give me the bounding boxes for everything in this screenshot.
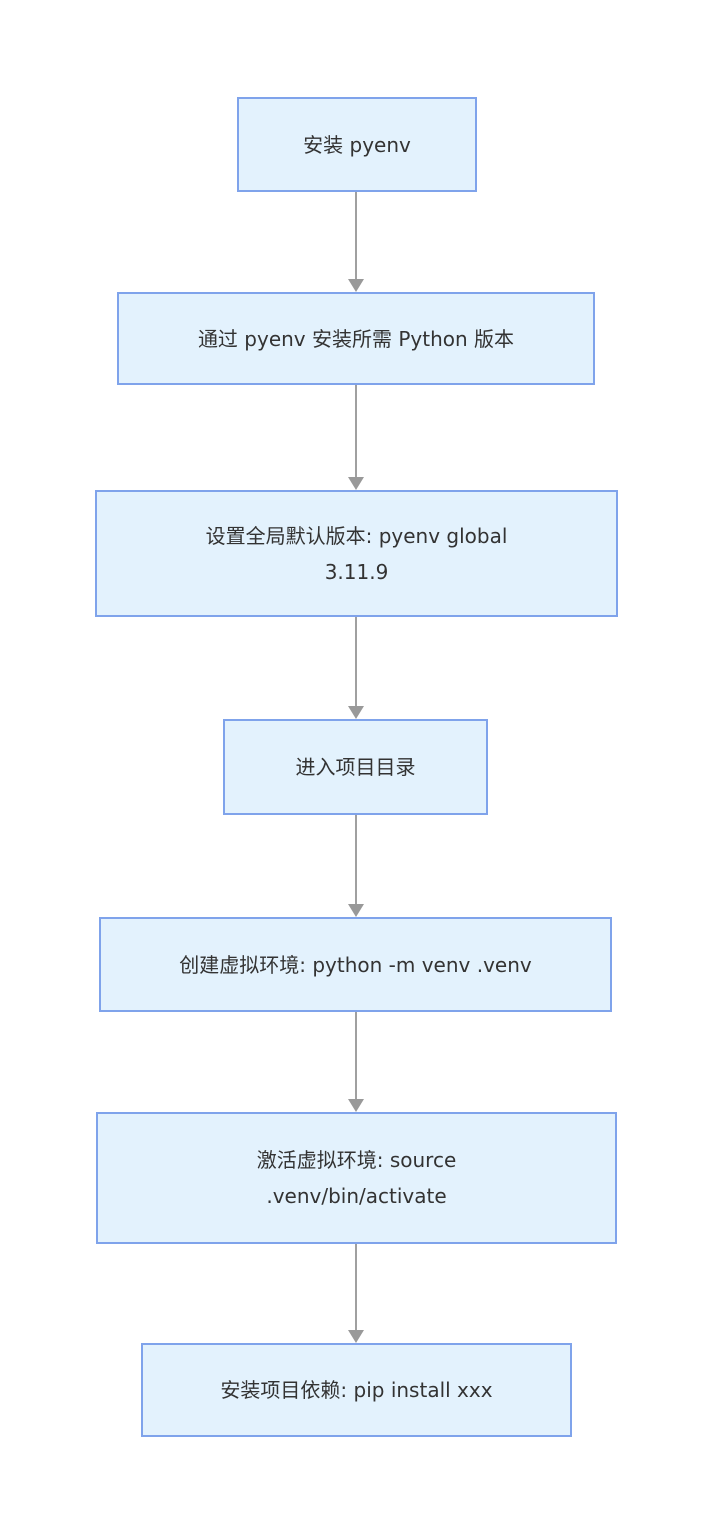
flow-arrow [348,385,364,490]
arrow-down-icon [348,1099,364,1112]
node-label: 3.11.9 [324,559,389,584]
node-enter-project-dir: 进入项目目录 [223,719,488,815]
node-label: 进入项目目录 [295,755,416,779]
arrow-down-icon [348,1330,364,1343]
flow-arrow [348,617,364,719]
arrow-shaft [355,385,357,480]
arrow-shaft [355,617,357,709]
node-install-deps: 安装项目依赖: pip install xxx [141,1343,572,1437]
node-label: .venv/bin/activate [266,1184,447,1208]
arrow-down-icon [348,904,364,917]
node-install-python-version: 通过 pyenv 安装所需 Python 版本 [117,292,595,385]
node-label: 通过 pyenv 安装所需 Python 版本 [197,326,515,351]
flow-arrow [348,1244,364,1343]
flow-arrow [348,815,364,917]
node-activate-venv: 激活虚拟环境: source .venv/bin/activate [96,1112,617,1244]
arrow-down-icon [348,706,364,719]
flow-arrow [348,192,364,292]
node-label: 设置全局默认版本: pyenv global [205,523,508,548]
arrow-down-icon [348,279,364,292]
arrow-down-icon [348,477,364,490]
node-label: 激活虚拟环境: source [256,1148,457,1172]
arrow-shaft [355,1012,357,1102]
arrow-shaft [355,192,357,282]
arrow-shaft [355,1244,357,1333]
node-label: 创建虚拟环境: python -m venv .venv [179,952,532,977]
node-create-venv: 创建虚拟环境: python -m venv .venv [99,917,612,1012]
node-install-pyenv: 安装 pyenv [237,97,477,192]
node-label: 安装 pyenv [303,132,411,157]
node-set-global-version: 设置全局默认版本: pyenv global 3.11.9 [95,490,618,617]
node-label: 安装项目依赖: pip install xxx [220,1378,493,1402]
arrow-shaft [355,815,357,907]
flow-arrow [348,1012,364,1112]
